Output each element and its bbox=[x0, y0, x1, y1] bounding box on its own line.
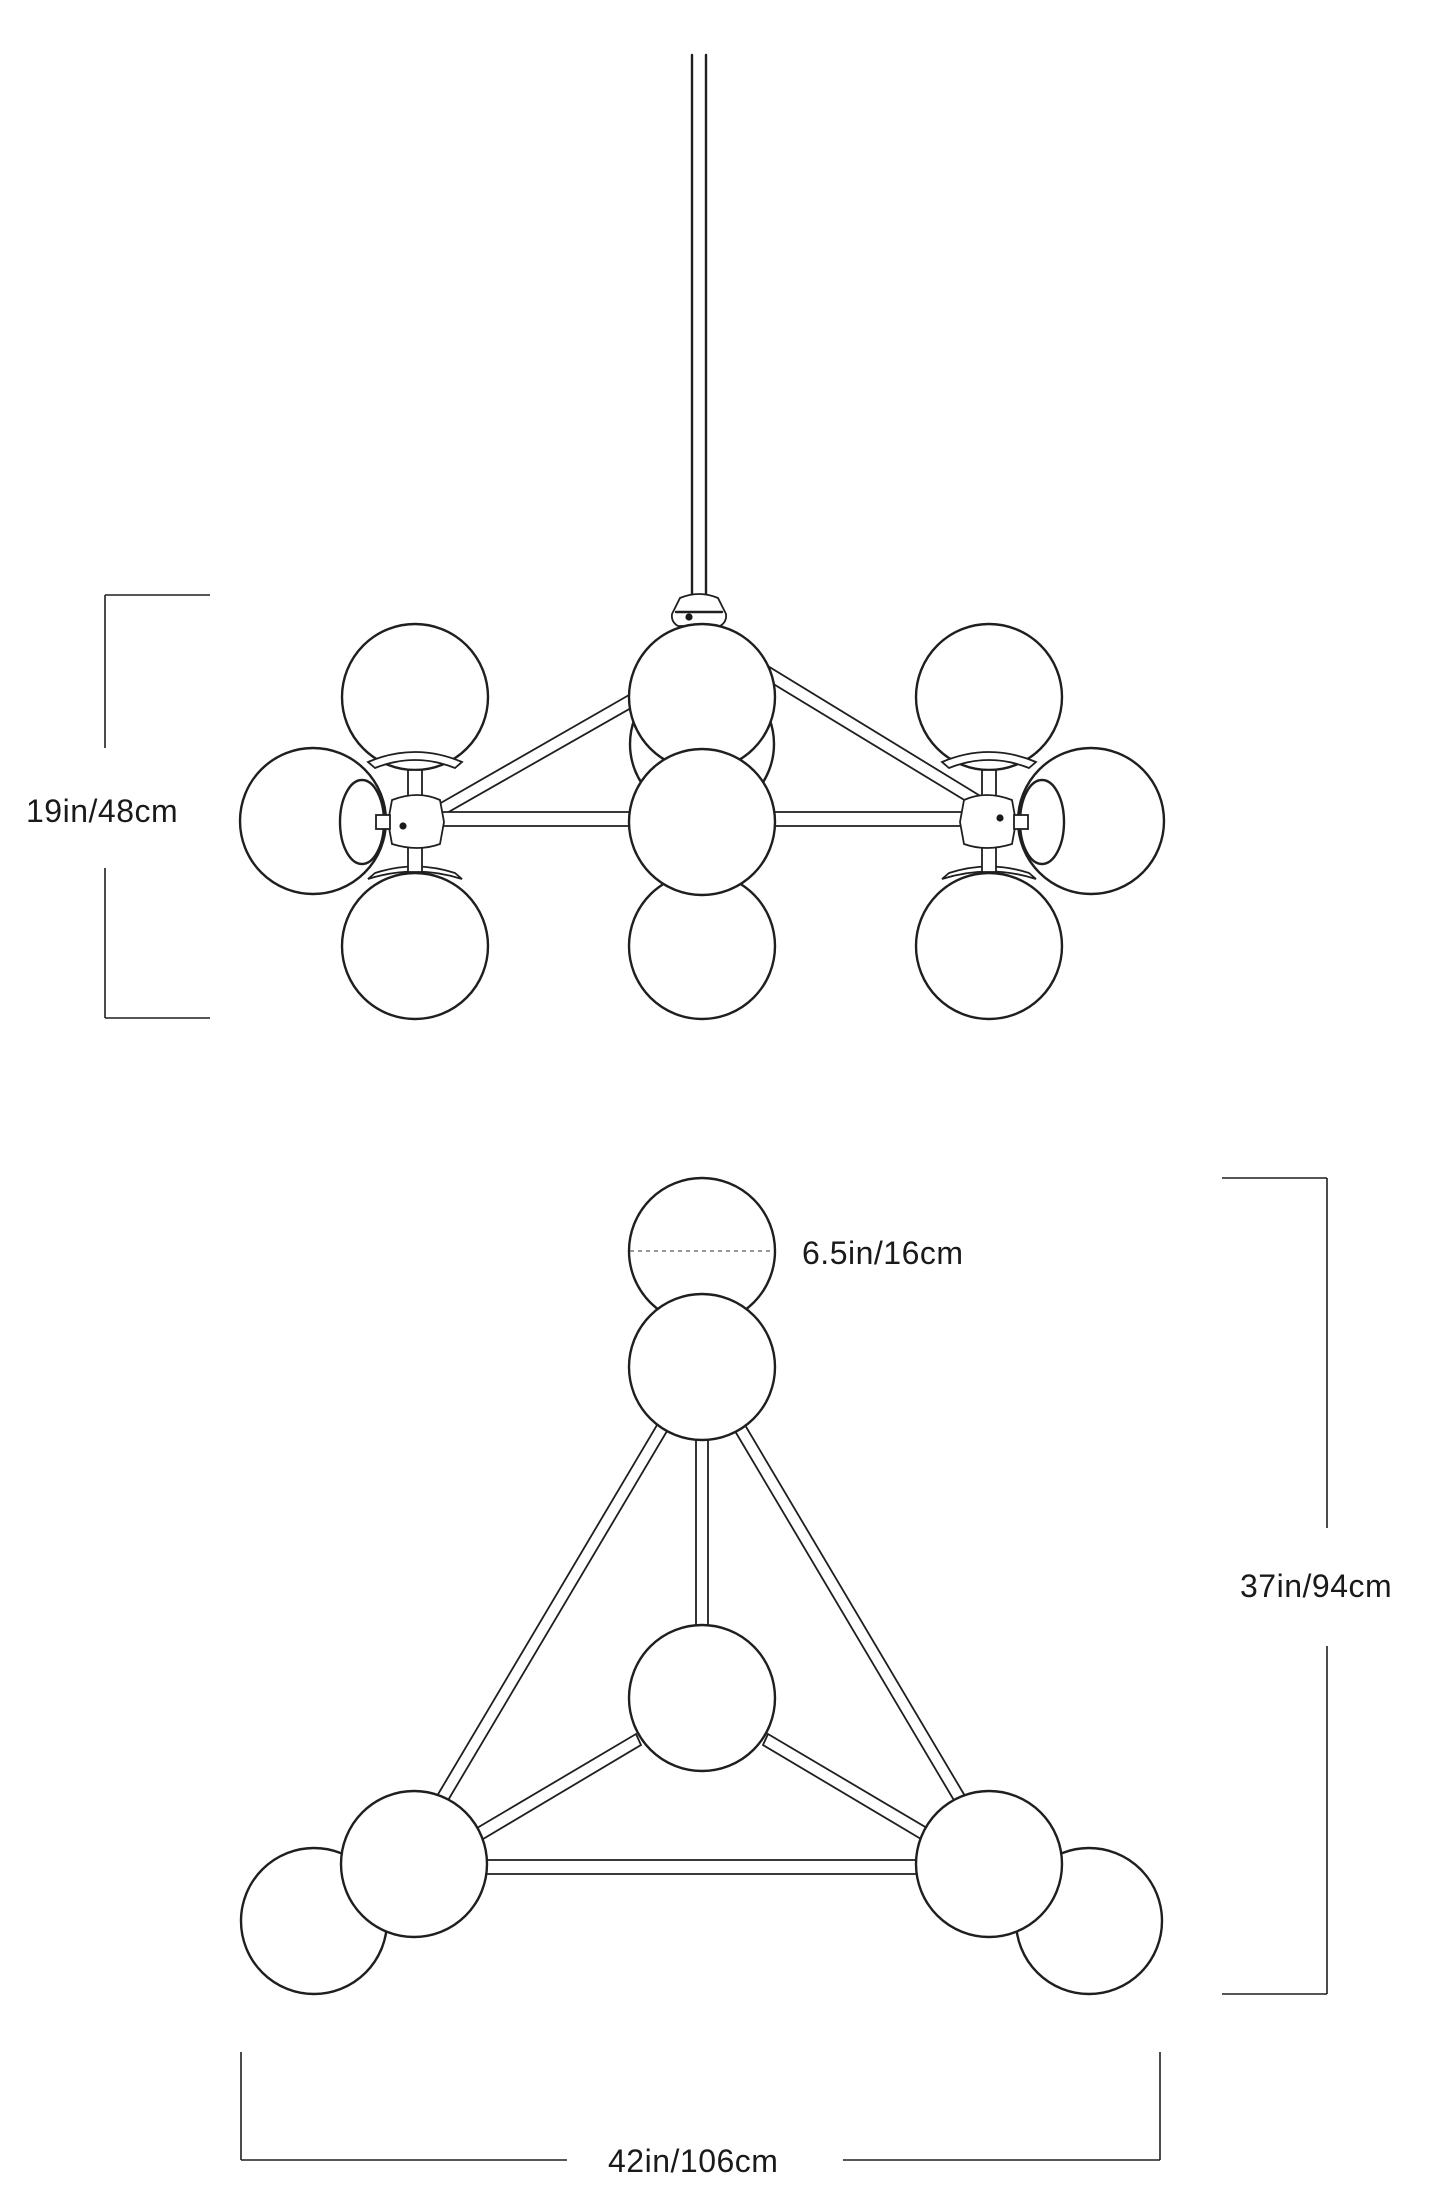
height-dimension: 19in/48cm bbox=[26, 594, 210, 1019]
front-elevation-view: 19in/48cm bbox=[26, 53, 1166, 1021]
globe-plan-center bbox=[627, 1623, 777, 1773]
globe-left-upper bbox=[340, 622, 490, 772]
globe-right-upper bbox=[914, 622, 1064, 772]
center-cluster bbox=[627, 622, 777, 1021]
plan-view: 6.5in/16cm 37in/94cm bbox=[239, 1176, 1392, 2179]
globe-diameter-label: 6.5in/16cm bbox=[802, 1235, 964, 1271]
height-label: 19in/48cm bbox=[26, 793, 178, 829]
right-cluster bbox=[914, 622, 1166, 1021]
plan-arms bbox=[435, 1418, 967, 1875]
globe-plan-top-front bbox=[627, 1292, 777, 1442]
globe-left-lower bbox=[340, 871, 490, 1021]
width-label: 42in/106cm bbox=[608, 2143, 778, 2179]
depth-dimension: 37in/94cm bbox=[1222, 1177, 1392, 1995]
globe-plan-right-front bbox=[914, 1789, 1064, 1939]
globe-center-middle bbox=[627, 747, 777, 897]
top-hub bbox=[670, 593, 728, 627]
width-dimension: 42in/106cm bbox=[240, 2052, 1161, 2179]
depth-label: 37in/94cm bbox=[1240, 1568, 1392, 1604]
globe-plan-left-front bbox=[339, 1789, 489, 1939]
suspension-rod bbox=[690, 53, 708, 600]
left-cluster bbox=[238, 622, 490, 1021]
globe-right-lower bbox=[914, 871, 1064, 1021]
